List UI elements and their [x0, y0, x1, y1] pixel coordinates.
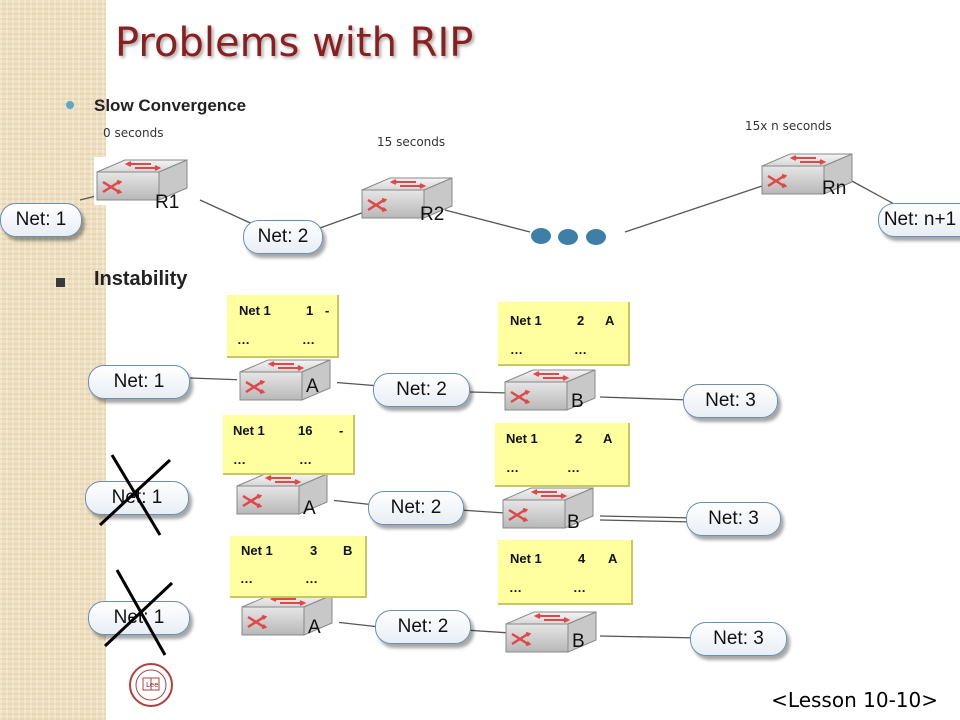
cross-icon [98, 454, 172, 536]
table-hops: 1 [306, 303, 314, 318]
ellipsis-dot [531, 228, 551, 244]
link [599, 635, 701, 639]
link [599, 515, 696, 519]
table-via: B [343, 543, 353, 558]
cross-icon [103, 569, 174, 656]
routing-table-a: Net 1 3 B … … [230, 536, 367, 598]
table-ellipsis: … [237, 332, 250, 347]
net-node: Net: 1 [88, 601, 190, 635]
routing-table-b: Net 1 4 A … … [498, 540, 633, 605]
table-net: Net 1 [233, 423, 265, 438]
table-ellipsis: … [573, 580, 586, 595]
router-r2: R2 [360, 176, 454, 225]
table-ellipsis: … [510, 342, 523, 357]
link-dots-rn [624, 184, 766, 233]
routing-table-a: Net 1 1- … … [227, 295, 339, 358]
net-node: Net: 2 [373, 373, 470, 407]
link [334, 621, 381, 628]
table-net: Net 1 [506, 431, 538, 446]
link [599, 519, 696, 523]
table-via: A [603, 431, 613, 446]
routing-table-b: Net 1 2 A … … [495, 423, 630, 487]
table-hops: 4 [578, 551, 586, 566]
router-a: A [234, 468, 334, 519]
table-via: A [605, 313, 615, 328]
router-label: B [572, 631, 585, 652]
table-ellipsis: … [302, 332, 315, 347]
link [464, 629, 511, 634]
table-net: Net 1 [510, 551, 542, 566]
net-node: Net: 2 [243, 220, 323, 254]
ellipsis-dot [558, 229, 578, 245]
bullet-instability: Instability [94, 268, 188, 290]
bullet-square-icon [56, 278, 65, 287]
table-via: - [325, 303, 330, 318]
router-r1: R1 [94, 157, 194, 213]
link [329, 499, 376, 506]
decorative-strip [0, 0, 106, 720]
time-label: 15x n seconds [745, 119, 832, 133]
net-node: Net: 3 [683, 384, 778, 418]
logo-label: Lee [146, 681, 159, 689]
table-hops: 2 [577, 313, 585, 328]
table-ellipsis: … [299, 452, 312, 467]
net-node: Net: 2 [375, 610, 471, 644]
bullet-dot-icon [66, 101, 74, 109]
table-ellipsis: … [567, 460, 580, 475]
link [189, 377, 246, 381]
router-label: Rn [822, 178, 846, 199]
router-label: R1 [155, 192, 179, 213]
net-node: Net: 2 [368, 491, 464, 525]
link [599, 396, 691, 401]
router-label: B [567, 512, 580, 533]
table-hops: 16 [298, 423, 313, 438]
table-hops: 3 [310, 543, 318, 558]
router-label: A [303, 498, 316, 519]
ellipsis-dot [586, 229, 606, 245]
table-hops: 2 [575, 431, 583, 446]
slide-title: Problems with RIP [115, 20, 474, 66]
link [469, 391, 511, 394]
net-node: Net: n+1 [878, 203, 960, 237]
table-via: - [339, 423, 344, 438]
time-label: 0 seconds [103, 126, 164, 140]
router-label: B [571, 391, 584, 412]
table-via: A [608, 551, 618, 566]
university-seal-logo [129, 663, 173, 707]
table-ellipsis: … [233, 452, 246, 467]
table-net: Net 1 [239, 303, 271, 318]
net-node: Net: 3 [690, 622, 787, 656]
router-b: B [504, 610, 598, 654]
lesson-footer: <Lesson 10-10> [771, 688, 938, 712]
net-node: Net: 3 [686, 502, 781, 536]
net-node: Net: 1 [88, 365, 190, 399]
router-label: R2 [420, 204, 444, 225]
routing-table-b: Net 1 2 A … … [498, 302, 630, 366]
table-ellipsis: … [240, 571, 253, 586]
table-ellipsis: … [305, 571, 318, 586]
router-b: B [501, 486, 595, 533]
router-a: A [237, 354, 337, 402]
link-r2-dots [444, 209, 531, 233]
router-rn: Rn [760, 152, 854, 199]
net-node: Net: 1 [0, 203, 82, 237]
link [329, 381, 381, 387]
table-net: Net 1 [241, 543, 273, 558]
table-ellipsis: … [574, 342, 587, 357]
table-ellipsis: … [506, 460, 519, 475]
link [459, 509, 506, 514]
table-ellipsis: … [509, 580, 522, 595]
router-label: A [306, 376, 319, 397]
bullet-slow-convergence: Slow Convergence [94, 96, 247, 115]
routing-table-a: Net 1 16 - … … [223, 415, 355, 475]
table-net: Net 1 [510, 313, 542, 328]
router-label: A [308, 617, 321, 638]
time-label: 15 seconds [377, 135, 446, 149]
router-b: B [503, 368, 597, 412]
